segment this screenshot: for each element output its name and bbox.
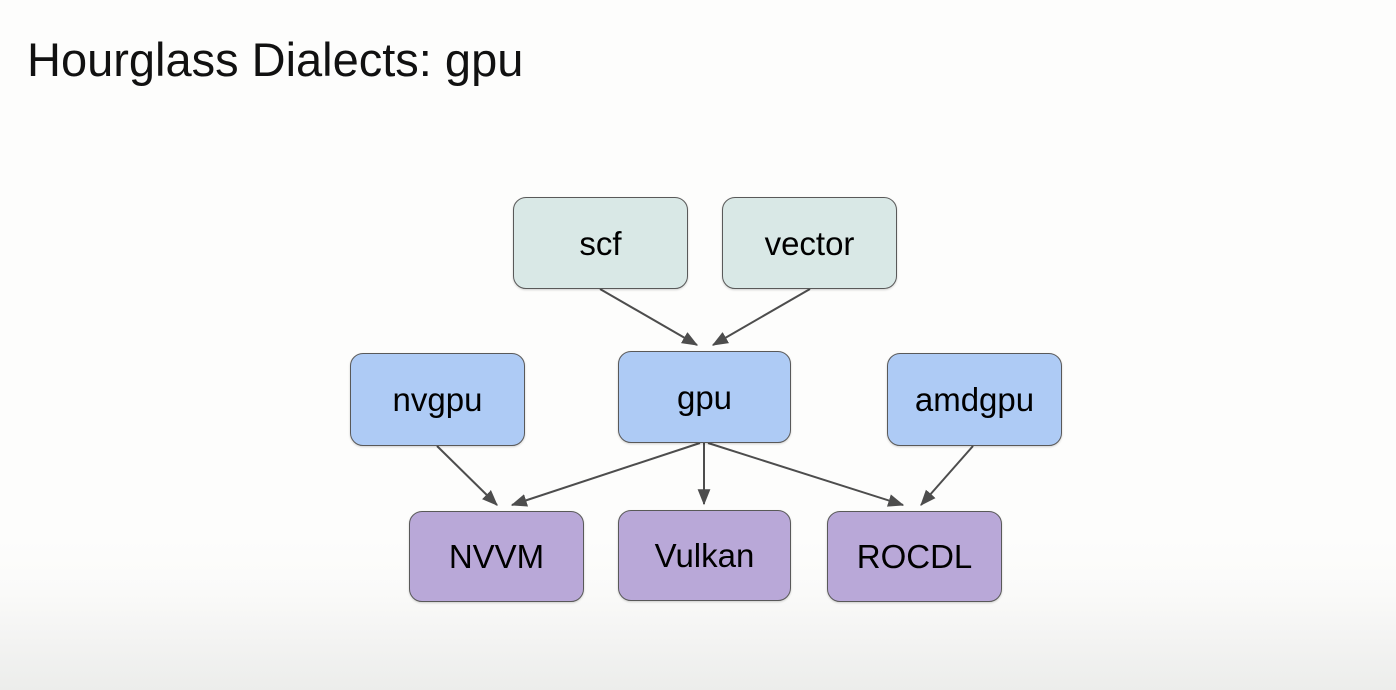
node-nvvm[interactable]: NVVM [409, 511, 584, 602]
node-label-rocdl: ROCDL [856, 538, 973, 575]
node-vector[interactable]: vector [722, 197, 897, 289]
page-title: Hourglass Dialects: gpu [27, 33, 524, 86]
edge-gpu-to-NVVM [510, 442, 701, 507]
node-scf[interactable]: scf [513, 197, 688, 289]
edge-amdgpu-to-ROCDL [920, 445, 974, 506]
node-gpu[interactable]: gpu [618, 351, 791, 443]
node-amdgpu[interactable]: amdgpu [887, 353, 1062, 446]
node-rocdl[interactable]: ROCDL [827, 511, 1002, 602]
node-label-scf: scf [579, 224, 622, 262]
node-label-gpu: gpu [676, 378, 733, 416]
node-vulkan[interactable]: Vulkan [618, 510, 791, 601]
node-label-vector: vector [764, 224, 855, 262]
node-label-nvgpu: nvgpu [392, 381, 483, 418]
edge-nvgpu-to-NVVM [436, 445, 498, 506]
node-nvgpu[interactable]: nvgpu [350, 353, 525, 446]
node-label-nvvm: NVVM [448, 538, 545, 575]
edge-gpu-to-ROCDL [707, 442, 905, 507]
edge-scf-to-gpu [599, 288, 699, 346]
node-label-amdgpu: amdgpu [914, 381, 1035, 418]
edge-group [436, 288, 974, 507]
node-label-vulkan: Vulkan [654, 537, 755, 574]
edge-vector-to-gpu [711, 288, 811, 346]
